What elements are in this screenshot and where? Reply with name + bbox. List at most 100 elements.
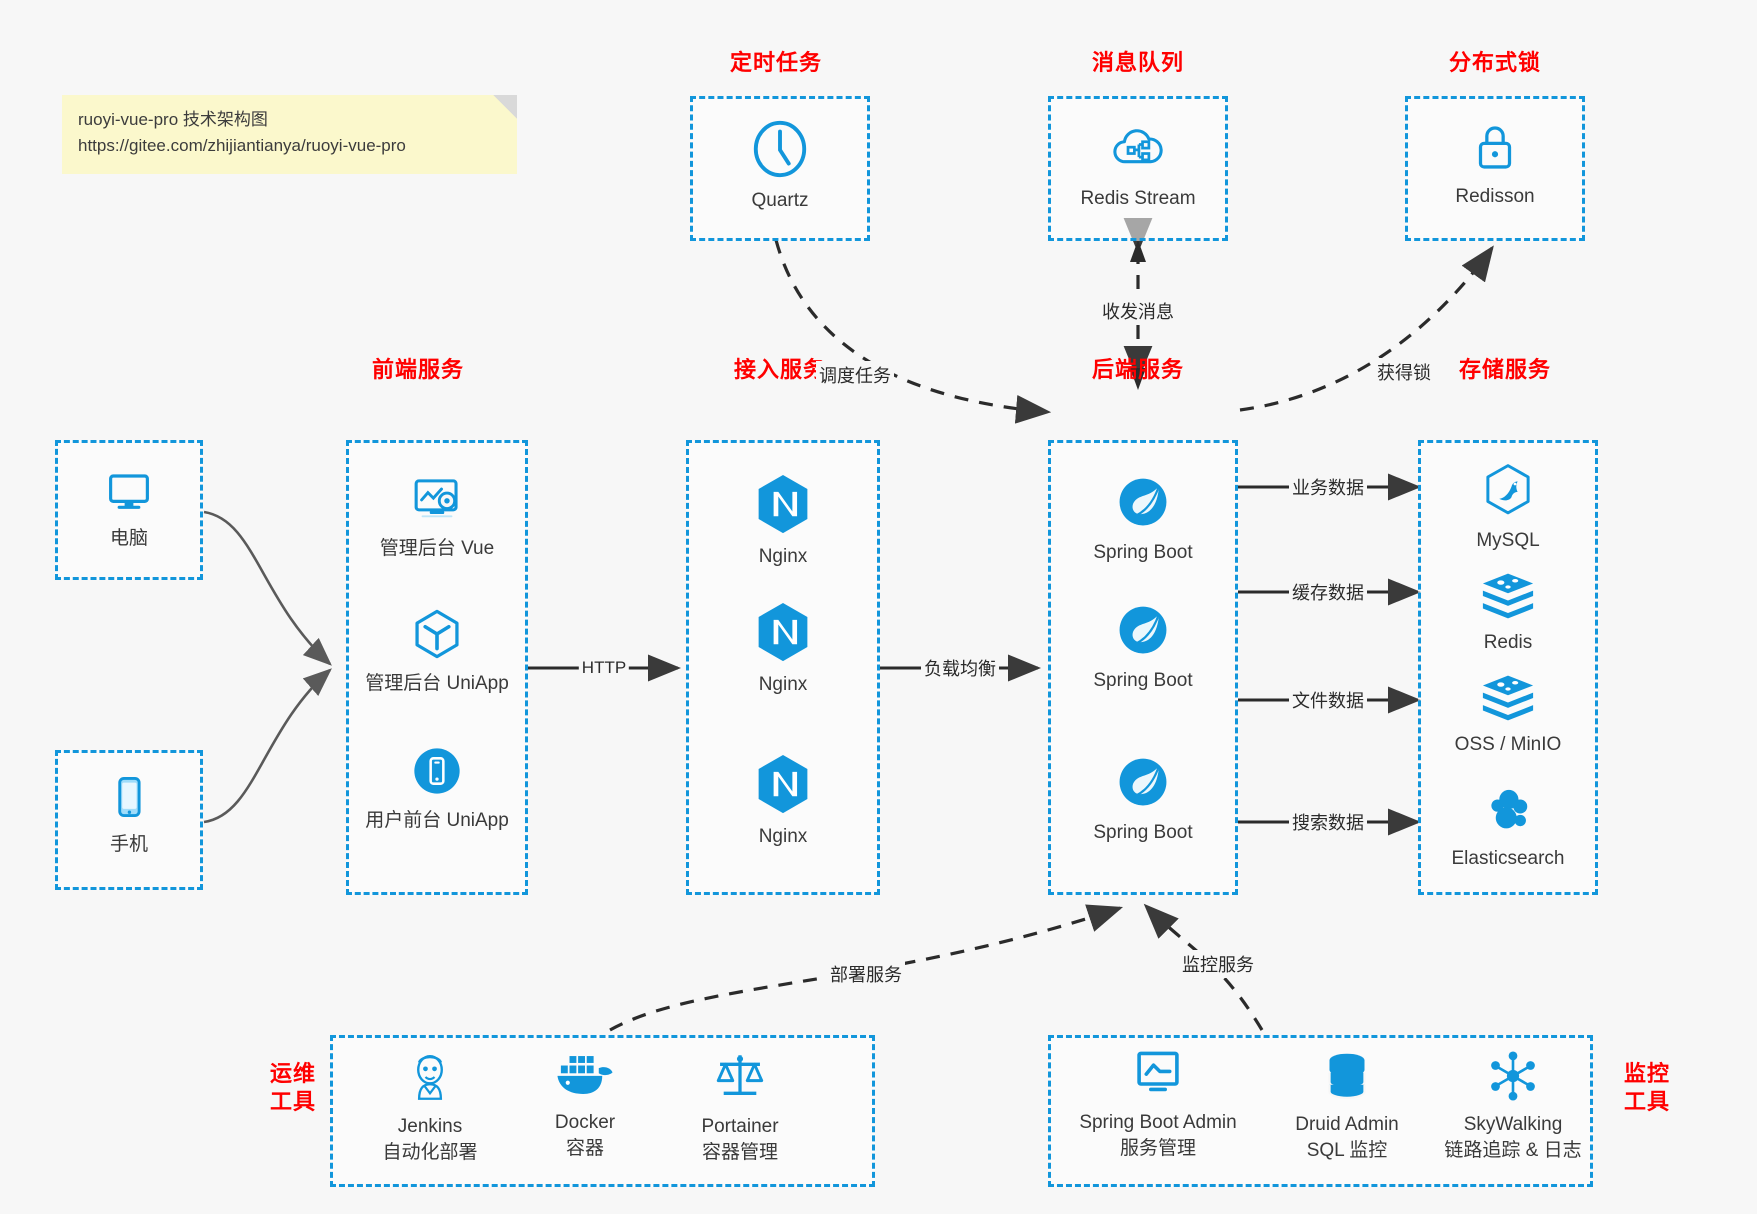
group-title-lock: 分布式锁	[1448, 50, 1541, 75]
node-nginx-2[interactable]: Nginx	[706, 600, 860, 698]
spring-icon	[1119, 606, 1167, 654]
node-label: SkyWalking	[1463, 1114, 1563, 1135]
node-label: Nginx	[758, 546, 808, 567]
monitor-chart-icon	[1137, 1051, 1179, 1092]
node-label: OSS / MinIO	[1454, 734, 1562, 755]
node-spring-boot-3[interactable]: Spring Boot	[1063, 752, 1223, 846]
node-elasticsearch[interactable]: Elasticsearch	[1428, 782, 1588, 872]
group-title-storage: 存储服务	[1458, 357, 1551, 382]
group-title-backend: 后端服务	[1091, 357, 1184, 382]
jenkins-icon	[417, 1054, 443, 1100]
mysql-icon	[1486, 464, 1530, 515]
node-sublabel: 链路追踪 & 日志	[1444, 1139, 1582, 1161]
nginx-icon	[758, 602, 808, 662]
node-mysql[interactable]: MySQL	[1428, 462, 1588, 554]
node-label: Elasticsearch	[1451, 848, 1565, 869]
dashboard-icon	[414, 479, 458, 518]
node-spring-boot-2[interactable]: Spring Boot	[1063, 600, 1223, 694]
node-sublabel: SQL 监控	[1306, 1139, 1388, 1161]
node-redis[interactable]: Redis	[1428, 570, 1588, 656]
cloud-stream-icon	[1113, 129, 1163, 164]
node-redisson[interactable]: Redisson	[1425, 118, 1565, 210]
node-label: 用户前台 UniApp	[365, 810, 509, 831]
node-label: Nginx	[758, 674, 808, 695]
redis-icon	[1482, 573, 1534, 619]
node-admin-uniapp[interactable]: 管理后台 UniApp	[356, 605, 518, 697]
node-label: Redis Stream	[1080, 188, 1196, 209]
note-line-2: https://gitee.com/zhijiantianya/ruoyi-vu…	[78, 136, 406, 156]
edge-label-deploy-service: 部署服务	[827, 960, 905, 988]
node-label: Spring Boot	[1093, 822, 1193, 843]
node-spring-boot-1[interactable]: Spring Boot	[1063, 472, 1223, 566]
node-label: Quartz	[751, 190, 809, 211]
node-mobile[interactable]: 手机	[75, 770, 183, 858]
node-label: 管理后台 UniApp	[365, 673, 509, 694]
node-label: MySQL	[1476, 530, 1540, 551]
node-nginx-1[interactable]: Nginx	[706, 472, 860, 570]
node-label: Druid Admin	[1295, 1114, 1399, 1135]
group-box-client-mobile[interactable]	[55, 750, 203, 890]
group-title-monitor-line2: 工具	[1623, 1088, 1670, 1114]
docker-icon	[557, 1056, 613, 1094]
node-label: Spring Boot	[1093, 670, 1193, 691]
edge-label-search-data: 搜索数据	[1289, 808, 1367, 836]
mobile-icon	[118, 777, 141, 817]
node-portainer[interactable]: Portainer 容器管理	[655, 1048, 825, 1165]
node-label: Jenkins	[397, 1116, 463, 1137]
skywalking-icon	[1491, 1051, 1535, 1101]
app-icon	[414, 748, 460, 794]
group-title-monitor: 监控 工具	[1612, 1060, 1682, 1115]
edge-label-business-data: 业务数据	[1289, 473, 1367, 501]
node-druid-admin[interactable]: Druid Admin SQL 监控	[1262, 1048, 1432, 1163]
group-title-scheduler: 定时任务	[729, 50, 822, 75]
node-docker[interactable]: Docker 容器	[500, 1048, 670, 1161]
lock-icon	[1478, 126, 1512, 169]
edge-label-send-receive-message: 收发消息	[1099, 297, 1177, 325]
clock-icon	[753, 120, 807, 178]
group-title-frontend: 前端服务	[371, 357, 464, 382]
node-label: Portainer	[701, 1116, 779, 1137]
node-sublabel: 服务管理	[1119, 1137, 1196, 1159]
elasticsearch-icon	[1491, 789, 1528, 829]
node-sublabel: 容器管理	[701, 1141, 778, 1163]
note-fold-corner	[493, 95, 517, 119]
node-label: Redis	[1483, 632, 1533, 653]
group-box-mq[interactable]	[1048, 96, 1228, 241]
node-label: Spring Boot Admin	[1079, 1112, 1237, 1133]
edge-label-acquire-lock: 获得锁	[1374, 358, 1434, 386]
node-label: 手机	[109, 834, 148, 855]
node-quartz[interactable]: Quartz	[710, 118, 850, 214]
node-label: Nginx	[758, 826, 808, 847]
node-label: 管理后台 Vue	[379, 538, 495, 559]
spring-icon	[1119, 478, 1167, 526]
edge-label-file-data: 文件数据	[1289, 686, 1367, 714]
node-label: Spring Boot	[1093, 542, 1193, 563]
redis-icon	[1482, 675, 1534, 721]
node-jenkins[interactable]: Jenkins 自动化部署	[345, 1048, 515, 1165]
node-oss-minio[interactable]: OSS / MinIO	[1428, 672, 1588, 758]
node-admin-vue[interactable]: 管理后台 Vue	[356, 470, 518, 562]
node-skywalking[interactable]: SkyWalking 链路追踪 & 日志	[1418, 1048, 1608, 1163]
edge-label-monitor-service: 监控服务	[1179, 950, 1257, 978]
node-desktop[interactable]: 电脑	[75, 462, 183, 552]
group-box-client-desktop[interactable]	[55, 440, 203, 580]
node-sublabel: 容器	[565, 1137, 604, 1159]
group-box-scheduler[interactable]	[690, 96, 870, 241]
desktop-icon	[109, 474, 149, 509]
database-icon	[1328, 1053, 1366, 1100]
node-label: 电脑	[109, 528, 148, 549]
group-title-monitor-line1: 监控	[1623, 1061, 1670, 1086]
group-title-mq: 消息队列	[1091, 50, 1184, 75]
group-title-ops-line1: 运维	[269, 1061, 316, 1086]
node-spring-boot-admin[interactable]: Spring Boot Admin 服务管理	[1058, 1048, 1258, 1161]
edge-label-http: HTTP	[578, 657, 630, 679]
node-user-uniapp[interactable]: 用户前台 UniApp	[356, 742, 518, 834]
cube-icon	[415, 609, 459, 659]
node-nginx-3[interactable]: Nginx	[706, 752, 860, 850]
node-redis-stream[interactable]: Redis Stream	[1068, 120, 1208, 212]
group-title-ops: 运维 工具	[258, 1060, 328, 1115]
portainer-icon	[716, 1055, 764, 1095]
group-title-ops-line2: 工具	[269, 1088, 316, 1114]
edge-label-load-balance: 负载均衡	[921, 654, 999, 682]
spring-icon	[1119, 758, 1167, 806]
